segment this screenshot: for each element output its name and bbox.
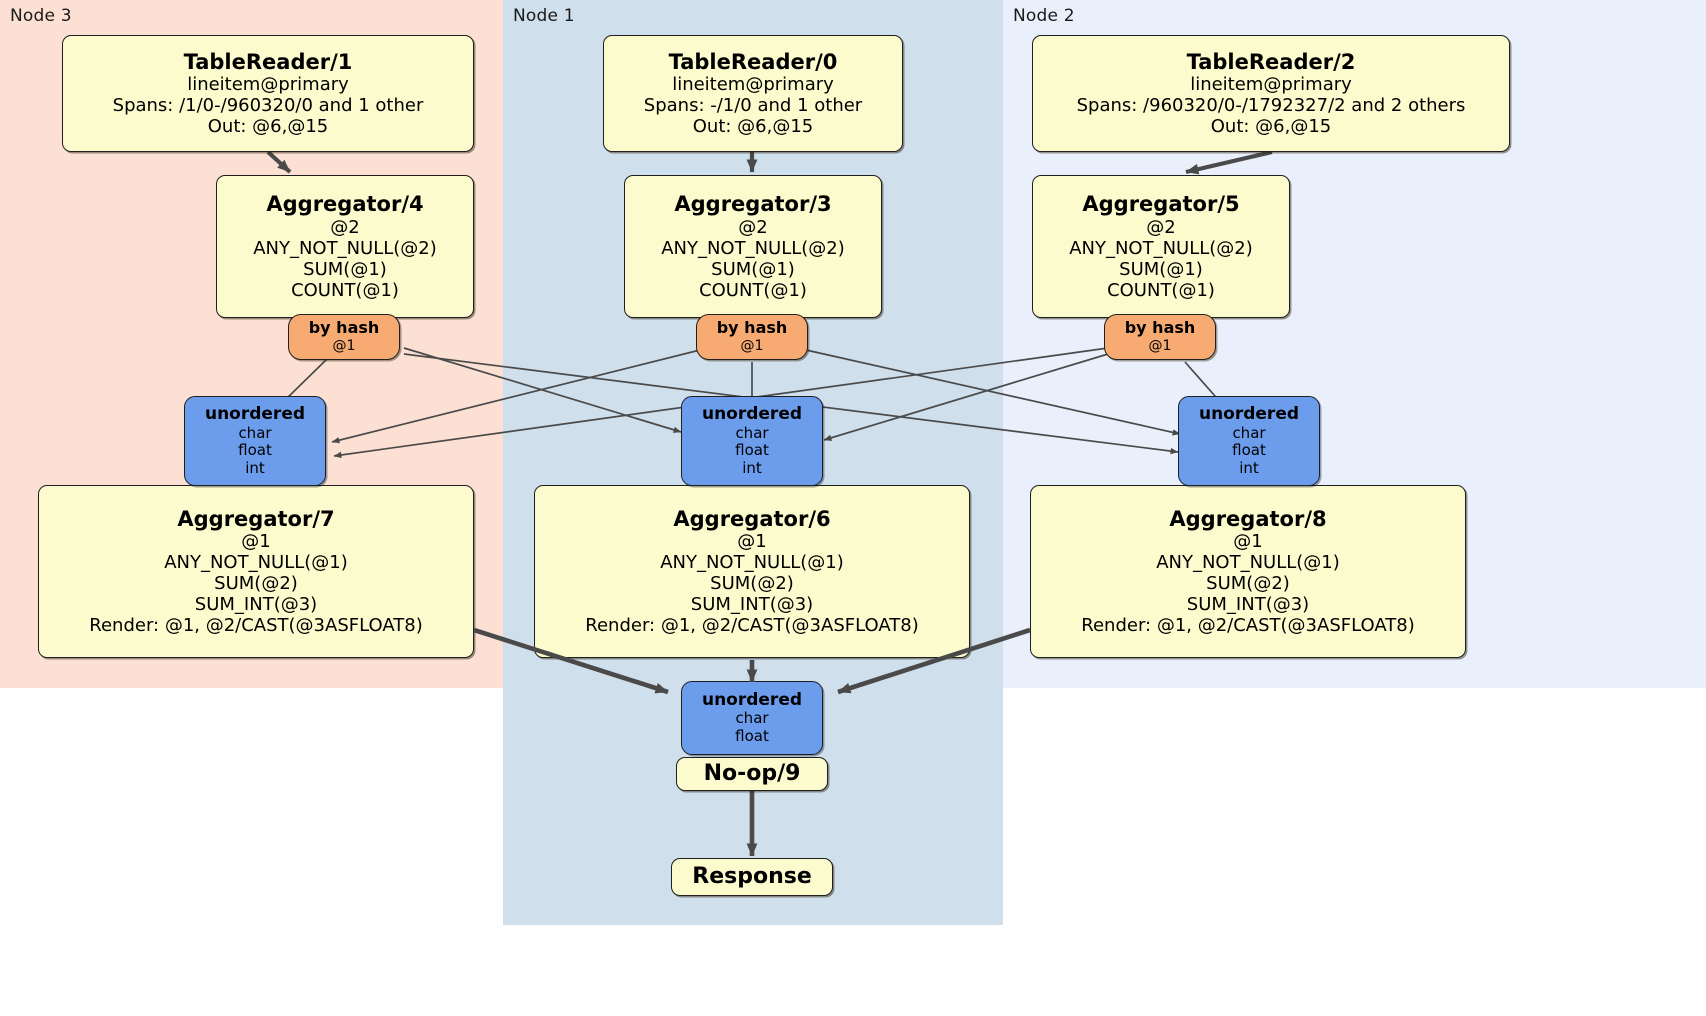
processor-detail-groupcol: @2 [738,216,768,238]
receiver-unordered-right[interactable]: unordered char float int [1178,396,1320,486]
node-panel-label-node3: Node 3 [10,6,72,26]
processor-aggregator-7[interactable]: Aggregator/7 @1 ANY_NOT_NULL(@1) SUM(@2)… [38,485,474,658]
processor-detail-agg3: SUM_INT(@3) [1186,594,1310,616]
receiver-type-1: char [735,423,769,442]
router-by-hash-left[interactable]: by hash @1 [288,314,400,360]
processor-detail-render: Render: @1, @2/CAST(@3ASFLOAT8) [585,615,919,637]
processor-title: TableReader/2 [1186,49,1356,74]
processor-title: TableReader/0 [668,49,838,74]
processor-detail-agg3: COUNT(@1) [699,279,807,301]
processor-detail-agg2: SUM(@1) [711,258,795,280]
router-detail-column: @1 [332,338,356,355]
processor-title: Aggregator/6 [673,506,831,531]
processor-detail-groupcol: @1 [737,531,767,553]
receiver-type-2: float [1232,441,1266,460]
processor-detail-groupcol: @2 [330,216,360,238]
edge-router-right-to-receiver-middle [823,353,1109,441]
processor-detail-render: Render: @1, @2/CAST(@3ASFLOAT8) [1081,615,1415,637]
processor-title: No-op/9 [703,761,801,787]
router-title: by hash [716,318,788,338]
node-panel-label-node2: Node 2 [1013,6,1075,26]
processor-detail-agg3: COUNT(@1) [1107,279,1215,301]
processor-title: Aggregator/4 [266,192,424,217]
receiver-type-2: float [735,726,769,745]
processor-detail-agg1: ANY_NOT_NULL(@2) [1069,237,1253,259]
edge-agg7-to-final-receiver [473,627,669,695]
processor-noop-9[interactable]: No-op/9 [676,757,828,791]
processor-detail-agg1: ANY_NOT_NULL(@1) [1156,552,1340,574]
processor-detail-table: lineitem@primary [672,74,834,96]
router-by-hash-middle[interactable]: by hash @1 [696,314,808,360]
processor-detail-table: lineitem@primary [1190,74,1352,96]
processor-detail-table: lineitem@primary [187,74,349,96]
processor-aggregator-4[interactable]: Aggregator/4 @2 ANY_NOT_NULL(@2) SUM(@1)… [216,175,474,318]
edge-router-middle-to-receiver-right [805,349,1181,436]
receiver-type-1: char [238,423,272,442]
processor-aggregator-5[interactable]: Aggregator/5 @2 ANY_NOT_NULL(@2) SUM(@1)… [1032,175,1290,318]
processor-tablereader-0[interactable]: TableReader/0 lineitem@primary Spans: -/… [603,35,903,152]
processor-detail-agg3: COUNT(@1) [291,279,399,301]
receiver-type-3: int [1239,458,1259,477]
processor-detail-agg2: SUM(@2) [1206,573,1290,595]
processor-title: Aggregator/5 [1082,192,1240,217]
processor-detail-agg1: ANY_NOT_NULL(@1) [660,552,844,574]
receiver-type-2: float [735,441,769,460]
processor-title: Aggregator/3 [674,192,832,217]
response-title: Response [692,864,812,890]
edge-tr1-agg4 [266,150,292,174]
router-title: by hash [308,318,380,338]
receiver-type-1: char [735,709,769,728]
processor-tablereader-2[interactable]: TableReader/2 lineitem@primary Spans: /9… [1032,35,1510,152]
edge-aggregators-to-final-receiver [473,627,1031,695]
processor-title: Aggregator/8 [1169,506,1327,531]
router-by-hash-right[interactable]: by hash @1 [1104,314,1216,360]
receiver-title: unordered [204,403,306,424]
receiver-title: unordered [701,689,803,710]
processor-detail-agg1: ANY_NOT_NULL(@2) [253,237,437,259]
processor-detail-spans: Spans: -/1/0 and 1 other [643,95,863,117]
processor-detail-agg1: ANY_NOT_NULL(@1) [164,552,348,574]
processor-title: Aggregator/7 [177,506,335,531]
edge-tr2-agg5 [1185,149,1273,175]
receiver-title: unordered [701,403,803,424]
processor-aggregator-6[interactable]: Aggregator/6 @1 ANY_NOT_NULL(@1) SUM(@2)… [534,485,970,658]
processor-detail-out: Out: @6,@15 [692,116,814,138]
processor-tablereader-1[interactable]: TableReader/1 lineitem@primary Spans: /1… [62,35,474,152]
processor-aggregator-8[interactable]: Aggregator/8 @1 ANY_NOT_NULL(@1) SUM(@2)… [1030,485,1466,658]
processor-detail-out: Out: @6,@15 [1210,116,1332,138]
router-detail-column: @1 [1148,338,1172,355]
processor-title: TableReader/1 [183,49,353,74]
processor-detail-spans: Spans: /1/0-/960320/0 and 1 other [112,95,424,117]
processor-detail-groupcol: @1 [1233,531,1263,553]
edge-router-middle-to-receiver-left [331,349,701,444]
processor-detail-agg2: SUM(@2) [214,573,298,595]
router-detail-column: @1 [740,338,764,355]
processor-detail-agg2: SUM(@2) [710,573,794,595]
processor-detail-out: Out: @6,@15 [207,116,329,138]
receiver-title: unordered [1198,403,1300,424]
processor-detail-groupcol: @2 [1146,216,1176,238]
receiver-type-1: char [1232,423,1266,442]
node-panel-label-node1: Node 1 [513,6,575,26]
processor-detail-agg1: ANY_NOT_NULL(@2) [661,237,845,259]
receiver-type-3: int [245,458,265,477]
processor-detail-render: Render: @1, @2/CAST(@3ASFLOAT8) [89,615,423,637]
processor-detail-groupcol: @1 [241,531,271,553]
edge-agg8-to-final-receiver [837,627,1031,695]
processor-detail-agg2: SUM(@1) [1119,258,1203,280]
node-response[interactable]: Response [671,858,833,896]
processor-detail-agg3: SUM_INT(@3) [194,594,318,616]
receiver-unordered-left[interactable]: unordered char float int [184,396,326,486]
processor-detail-agg3: SUM_INT(@3) [690,594,814,616]
router-title: by hash [1124,318,1196,338]
edge-tablereader-to-aggregator-group [266,149,1273,175]
processor-detail-spans: Spans: /960320/0-/1792327/2 and 2 others [1076,95,1466,117]
receiver-unordered-middle[interactable]: unordered char float int [681,396,823,486]
receiver-type-3: int [742,458,762,477]
processor-detail-agg2: SUM(@1) [303,258,387,280]
processor-aggregator-3[interactable]: Aggregator/3 @2 ANY_NOT_NULL(@2) SUM(@1)… [624,175,882,318]
receiver-type-2: float [238,441,272,460]
